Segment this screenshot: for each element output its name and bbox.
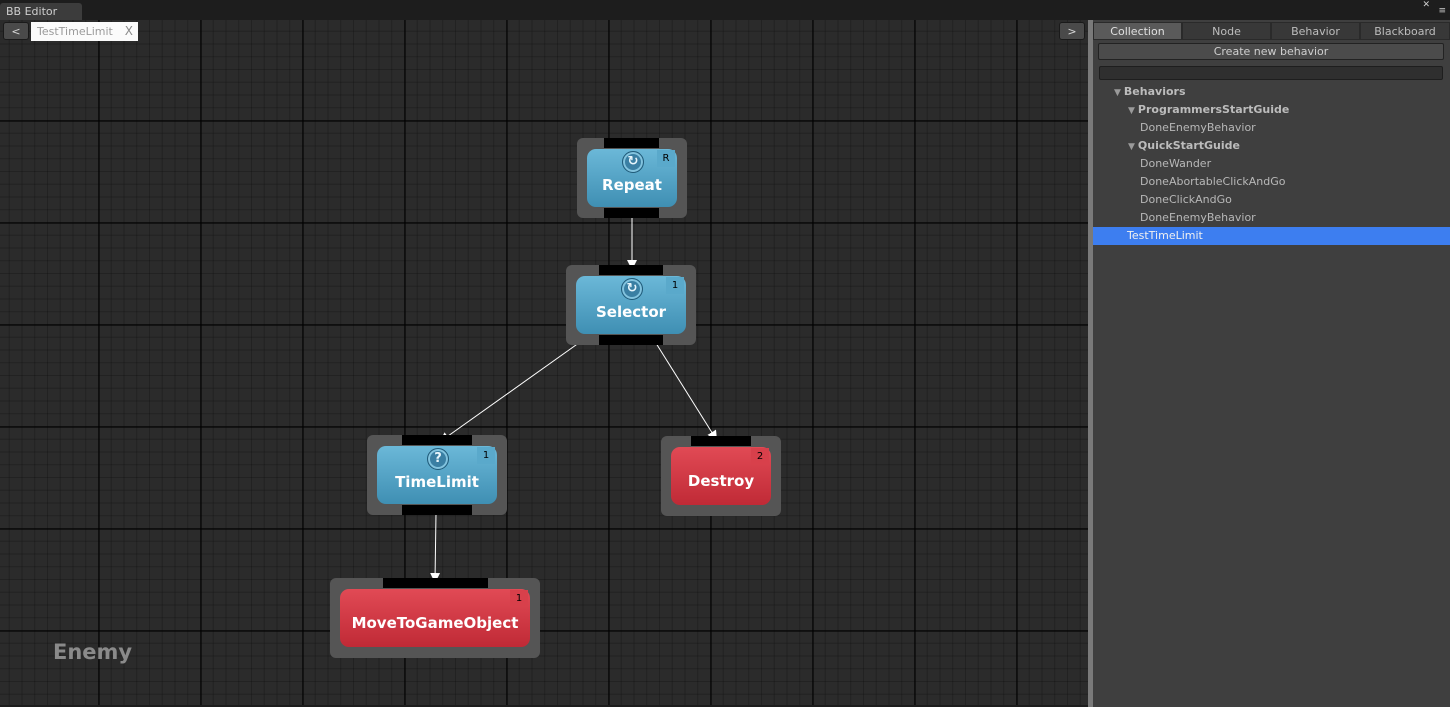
next-button[interactable]: > xyxy=(1059,22,1085,40)
tree-item[interactable]: DoneWander xyxy=(1093,155,1450,173)
node-input-port[interactable] xyxy=(383,578,488,588)
node-label: MoveToGameObject xyxy=(351,614,519,632)
tree-item[interactable]: DoneEnemyBehavior xyxy=(1093,209,1450,227)
panel-splitter[interactable] xyxy=(1088,20,1093,707)
tree-item[interactable]: DoneClickAndGo xyxy=(1093,191,1450,209)
node-badge: 1 xyxy=(477,447,495,464)
tree-label: QuickStartGuide xyxy=(1137,139,1240,152)
open-behavior-tab-label: TestTimeLimit xyxy=(37,25,113,38)
close-tab-icon[interactable]: X xyxy=(124,24,133,38)
node-badge: 1 xyxy=(666,277,684,294)
tree-label: DoneAbortableClickAndGo xyxy=(1140,175,1286,188)
window-title[interactable]: BB Editor xyxy=(0,3,82,20)
create-behavior-button[interactable]: Create new behavior xyxy=(1098,43,1444,60)
tree-label: TestTimeLimit xyxy=(1127,229,1203,242)
agent-label: Enemy xyxy=(53,640,133,664)
edge-timelimit-move xyxy=(430,512,441,583)
selector-icon: ↻ xyxy=(621,278,643,300)
tree-item-selected[interactable]: TestTimeLimit xyxy=(1093,227,1450,245)
edge-selector-destroy xyxy=(653,339,718,441)
tree-item[interactable]: DoneEnemyBehavior xyxy=(1093,119,1450,137)
menu-icon[interactable]: ≡ xyxy=(1438,6,1446,16)
node-input-port[interactable] xyxy=(402,435,472,445)
repeat-node-body: ↻ R Repeat xyxy=(587,149,677,207)
expand-triangle-icon[interactable]: ▼ xyxy=(1128,106,1135,116)
repeat-node[interactable]: ↻ R Repeat xyxy=(577,138,687,218)
tree-label: DoneEnemyBehavior xyxy=(1140,211,1256,224)
search-input[interactable] xyxy=(1099,66,1443,80)
selector-node-body: ↻ 1 Selector xyxy=(576,276,686,334)
tab-blackboard[interactable]: Blackboard xyxy=(1360,22,1450,40)
question-icon: ? xyxy=(427,448,449,470)
tree-label: DoneEnemyBehavior xyxy=(1140,121,1256,134)
node-label: Destroy xyxy=(687,472,755,490)
node-input-port[interactable] xyxy=(604,138,659,148)
open-behavior-tab[interactable]: TestTimeLimit X xyxy=(31,22,138,41)
repeat-icon: ↻ xyxy=(622,151,644,173)
node-badge: R xyxy=(657,150,675,167)
inspector-panel: Collection Node Behavior Blackboard Crea… xyxy=(1093,20,1450,707)
graph-canvas[interactable]: < TestTimeLimit X > ↻ R Repeat ↻ 1 Selec… xyxy=(0,20,1088,705)
tree-label: Behaviors xyxy=(1123,85,1186,98)
movetogameobject-node-body: 1 MoveToGameObject xyxy=(340,589,530,647)
tree-folder-quickstartguide[interactable]: ▼QuickStartGuide xyxy=(1093,137,1450,155)
movetogameobject-node[interactable]: 1 MoveToGameObject xyxy=(330,578,540,658)
close-icon[interactable]: ✕ xyxy=(1422,0,1430,10)
node-label: Repeat xyxy=(602,176,662,194)
tree-label: DoneWander xyxy=(1140,157,1212,170)
tree-label: ProgrammersStartGuide xyxy=(1137,103,1290,116)
node-output-port[interactable] xyxy=(599,335,663,345)
node-label: TimeLimit xyxy=(395,473,479,491)
tree-item[interactable]: DoneAbortableClickAndGo xyxy=(1093,173,1450,191)
node-badge: 1 xyxy=(510,590,528,607)
tree-label: DoneClickAndGo xyxy=(1140,193,1232,206)
selector-node[interactable]: ↻ 1 Selector xyxy=(566,265,696,345)
destroy-node[interactable]: 2 Destroy xyxy=(661,436,781,516)
expand-triangle-icon[interactable]: ▼ xyxy=(1114,88,1121,98)
tree-folder-behaviors[interactable]: ▼Behaviors xyxy=(1093,83,1450,101)
node-input-port[interactable] xyxy=(691,436,751,446)
node-output-port[interactable] xyxy=(402,505,472,515)
window-titlebar: BB Editor ✕ ≡ xyxy=(0,0,1450,20)
destroy-node-body: 2 Destroy xyxy=(671,447,771,505)
tab-collection[interactable]: Collection xyxy=(1093,22,1182,40)
tree-folder-programmersstartguide[interactable]: ▼ProgrammersStartGuide xyxy=(1093,101,1450,119)
tab-behavior[interactable]: Behavior xyxy=(1271,22,1360,40)
edge-selector-timelimit xyxy=(439,339,584,443)
graph-edges xyxy=(430,212,718,583)
panel-tabs: Collection Node Behavior Blackboard xyxy=(1093,22,1450,40)
timelimit-node[interactable]: ? 1 TimeLimit xyxy=(367,435,507,515)
prev-button[interactable]: < xyxy=(3,22,29,40)
node-badge: 2 xyxy=(751,448,769,465)
timelimit-node-body: ? 1 TimeLimit xyxy=(377,446,497,504)
tab-node[interactable]: Node xyxy=(1182,22,1271,40)
node-label: Selector xyxy=(595,303,667,321)
expand-triangle-icon[interactable]: ▼ xyxy=(1128,142,1135,152)
node-input-port[interactable] xyxy=(599,265,663,275)
node-output-port[interactable] xyxy=(604,208,659,218)
